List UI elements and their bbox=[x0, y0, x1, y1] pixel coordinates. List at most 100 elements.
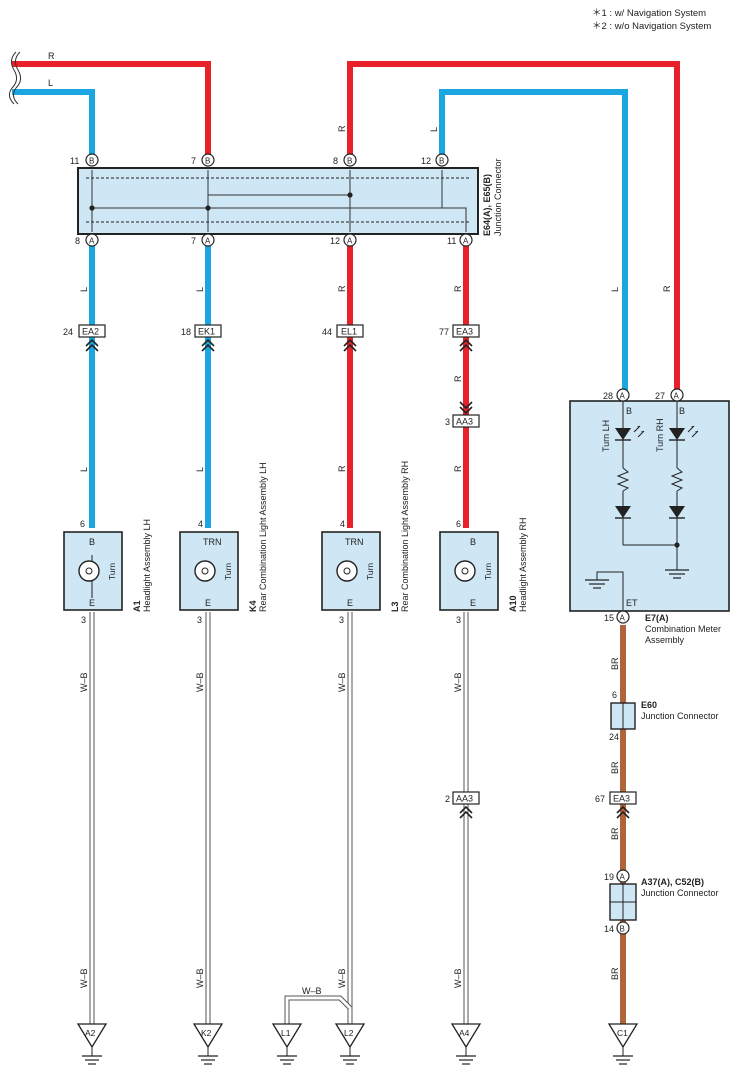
junction-pins: B 11 B 7 B 8 B 12 A 8 A 7 bbox=[70, 153, 473, 247]
svg-text:B: B bbox=[205, 157, 210, 166]
label-wb-a1: W–B bbox=[79, 672, 89, 692]
meter-pin-15: A 15 bbox=[604, 610, 630, 624]
ground-a2: A2 bbox=[76, 1023, 108, 1065]
svg-text:A: A bbox=[620, 392, 626, 401]
svg-text:11: 11 bbox=[70, 156, 79, 166]
label-l-k4-low: L bbox=[195, 467, 205, 472]
svg-text:15: 15 bbox=[604, 613, 614, 623]
svg-text:A10: A10 bbox=[508, 595, 518, 612]
junction-name: E64(A), E65(B) bbox=[482, 174, 492, 236]
svg-text:E: E bbox=[470, 598, 476, 608]
a37-pin-bottom: B 14 bbox=[604, 921, 630, 935]
svg-text:18: 18 bbox=[181, 327, 191, 337]
svg-text:Turn: Turn bbox=[107, 563, 117, 580]
svg-text:Junction Connector: Junction Connector bbox=[641, 711, 719, 721]
label-br-3: BR bbox=[610, 827, 620, 840]
wire-input-l bbox=[12, 89, 95, 160]
svg-text:Turn: Turn bbox=[483, 563, 493, 580]
svg-text:E: E bbox=[205, 598, 211, 608]
svg-text:3: 3 bbox=[445, 417, 450, 427]
svg-text:ET: ET bbox=[626, 598, 638, 608]
svg-text:7: 7 bbox=[191, 156, 196, 166]
svg-text:K2: K2 bbox=[201, 1028, 212, 1038]
svg-text:L1: L1 bbox=[281, 1028, 291, 1038]
svg-text:A: A bbox=[674, 392, 680, 401]
label-r-l3-low: R bbox=[337, 465, 347, 472]
ground-l1: L1 bbox=[271, 1023, 303, 1065]
label-l-meter: L bbox=[610, 287, 620, 292]
svg-text:3: 3 bbox=[81, 615, 86, 625]
label-r-a10-mid: R bbox=[453, 375, 463, 382]
svg-text:4: 4 bbox=[198, 519, 203, 529]
note-1: ＊1 : w/ Navigation System bbox=[592, 8, 707, 19]
svg-text:28: 28 bbox=[603, 391, 613, 401]
ground-k2: K2 bbox=[192, 1023, 224, 1065]
label-l-top: L bbox=[429, 127, 439, 132]
svg-text:Turn: Turn bbox=[365, 563, 375, 580]
connector-aa3-mid: AA3 3 bbox=[445, 401, 480, 428]
label-l-input: L bbox=[48, 78, 53, 88]
svg-text:Headlight Assembly LH: Headlight Assembly LH bbox=[142, 519, 152, 612]
label-wb-a10: W–B bbox=[453, 672, 463, 692]
svg-text:A2: A2 bbox=[85, 1028, 96, 1038]
label-wb-l3: W–B bbox=[337, 672, 347, 692]
pin-b-7: B 7 bbox=[191, 153, 215, 167]
svg-text:EA3: EA3 bbox=[613, 794, 630, 804]
pin-a-11: A 11 bbox=[447, 233, 473, 247]
svg-text:Combination Meter: Combination Meter bbox=[645, 624, 721, 634]
svg-text:A: A bbox=[347, 237, 353, 246]
svg-text:Headlight Assembly RH: Headlight Assembly RH bbox=[518, 517, 528, 612]
junction-connector-e64: E64(A), E65(B) Junction Connector bbox=[77, 158, 503, 236]
svg-text:24: 24 bbox=[63, 327, 73, 337]
svg-text:C1: C1 bbox=[617, 1028, 628, 1038]
svg-text:24: 24 bbox=[609, 732, 619, 742]
label-r-a10-low: R bbox=[453, 465, 463, 472]
component-a10: 6 B Turn E 3 A10 Headlight Assembly RH bbox=[439, 517, 528, 625]
wire-l-meter bbox=[439, 89, 628, 393]
pin-b-12: B 12 bbox=[421, 153, 449, 167]
label-wb-k4: W–B bbox=[195, 672, 205, 692]
note-2: ＊2 : w/o Navigation System bbox=[592, 21, 712, 32]
svg-text:6: 6 bbox=[80, 519, 85, 529]
svg-text:Rear Combination Light Assembl: Rear Combination Light Assembly LH bbox=[258, 462, 268, 612]
svg-text:B: B bbox=[620, 925, 625, 934]
svg-text:B: B bbox=[347, 157, 352, 166]
svg-text:L2: L2 bbox=[344, 1028, 354, 1038]
svg-text:A37(A), C52(B): A37(A), C52(B) bbox=[641, 877, 704, 887]
svg-text:14: 14 bbox=[604, 924, 614, 934]
label-r-input: R bbox=[48, 51, 55, 61]
label-l-a1-low: L bbox=[79, 467, 89, 472]
label-l-k4: L bbox=[195, 287, 205, 292]
junction-a37: A 19 B 14 A37(A), C52(B) Junction Connec… bbox=[604, 869, 719, 935]
svg-text:B: B bbox=[89, 157, 94, 166]
label-r-meter: R bbox=[662, 285, 672, 292]
svg-text:8: 8 bbox=[75, 236, 80, 246]
pin-b-8: B 8 bbox=[333, 153, 357, 167]
svg-text:E: E bbox=[89, 598, 95, 608]
svg-text:EA3: EA3 bbox=[456, 327, 473, 337]
svg-text:E: E bbox=[347, 598, 353, 608]
connector-ea2: EA2 24 bbox=[63, 324, 106, 352]
svg-text:3: 3 bbox=[197, 615, 202, 625]
svg-text:Turn: Turn bbox=[223, 563, 233, 580]
wire-r-meter bbox=[347, 61, 680, 393]
pin-b-11: B 11 bbox=[70, 153, 99, 167]
connector-aa3-low: AA3 2 bbox=[445, 791, 480, 819]
pin-a-7: A 7 bbox=[191, 233, 215, 247]
connector-ea3: EA3 77 bbox=[439, 324, 480, 352]
svg-text:B: B bbox=[470, 537, 476, 547]
svg-text:12: 12 bbox=[421, 156, 431, 166]
component-k4: 4 TRN Turn E 3 K4 Rear Combination Light… bbox=[179, 462, 268, 625]
grounds: A2 K2 L1 L2 bbox=[76, 1023, 639, 1065]
svg-text:A: A bbox=[205, 237, 211, 246]
connector-ea3-br: EA3 67 bbox=[595, 791, 637, 819]
connector-ek1: EK1 18 bbox=[181, 324, 222, 352]
svg-text:4: 4 bbox=[340, 519, 345, 529]
svg-text:Assembly: Assembly bbox=[645, 635, 685, 645]
svg-text:3: 3 bbox=[456, 615, 461, 625]
label-r-a10: R bbox=[453, 285, 463, 292]
ground-c1: C1 bbox=[607, 1023, 639, 1065]
svg-text:L3: L3 bbox=[390, 601, 400, 612]
svg-text:A4: A4 bbox=[459, 1028, 470, 1038]
